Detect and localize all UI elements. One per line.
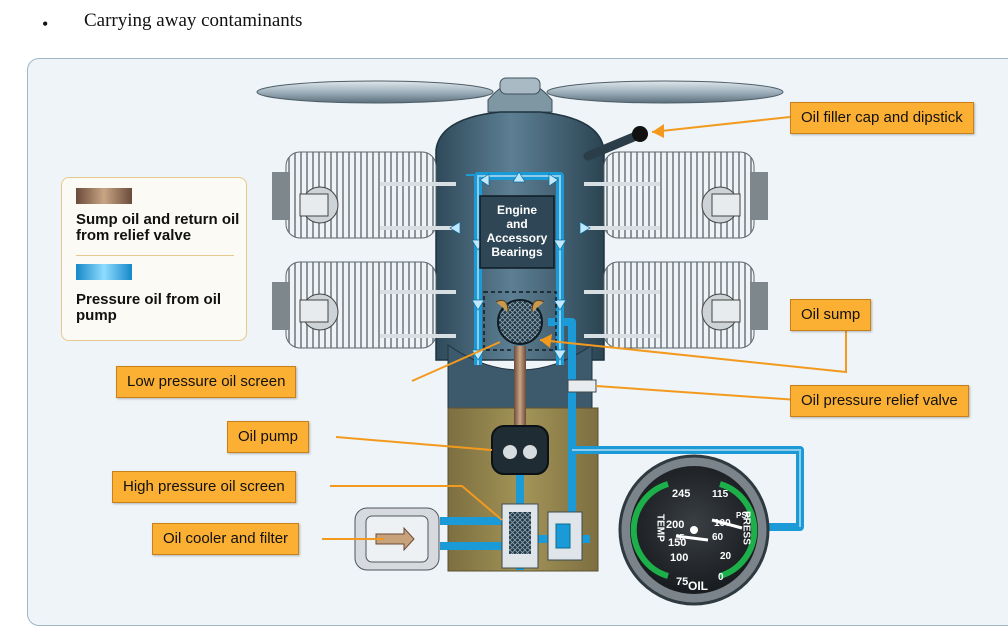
cylinder-right-top [584,151,768,239]
callout-oil-sump: Oil sump [790,299,872,331]
callout-low-pressure-screen: Low pressure oil screen [116,366,297,398]
gauge-press-label: PRESS [741,511,752,545]
bullet-text: Carrying away contaminants [84,10,303,31]
callout-leaders [322,116,847,540]
gauge-temp-label: TEMP [655,514,666,542]
gauge-temp-tick-4: 75 [676,576,688,588]
gauge-temp-tick-1: 200 [666,519,684,531]
gauge-title: OIL [688,579,708,593]
engine-label-line-3: Bearings [491,245,543,259]
legend: Sump oil and return oil from relief valv… [61,177,247,341]
callout-oil-cooler: Oil cooler and filter [152,523,300,555]
gauge-press-unit: PSI [736,511,749,520]
callout-oil-filler-cap: Oil filler cap and dipstick [790,102,974,134]
gauge-temp-tick-0: 245 [672,488,690,500]
gauge-press-tick-0: 115 [712,489,729,500]
gauge-press-tick-4: 0 [718,572,724,583]
legend-label-sump-oil: Sump oil and return oil from relief valv… [76,211,240,244]
propeller [256,77,784,113]
gauge-press-tick-2: 60 [712,532,724,543]
cylinder-right-bottom [584,261,768,349]
leader-arrowheads [540,124,664,348]
legend-divider [76,255,234,256]
gauge-press-ticks: 115 100 60 20 0 [712,489,732,583]
callout-oil-pump: Oil pump [227,421,310,453]
callout-relief-valve: Oil pressure relief valve [790,385,969,417]
gauge-temp-unit: °F [676,533,684,542]
gauge-temp-tick-3: 100 [670,552,688,564]
bullet-dot: • [42,14,49,34]
engine-label-line-2: Accessory [487,231,548,245]
engine-bearings-label: Engine and Accessory Bearings [487,203,548,259]
cylinder-left-bottom [272,261,456,349]
engine-label-line-0: Engine [497,203,537,217]
cylinder-left-top [272,151,456,239]
legend-label-pressure-oil: Pressure oil from oil pump [76,291,222,324]
low-pressure-screen [497,299,543,345]
legend-swatch-sump-oil [76,188,132,204]
oil-filler-cap [583,126,648,161]
oil-cooler [354,507,440,571]
oil-pump [491,425,549,475]
oil-gauge [618,454,770,606]
legend-swatch-pressure-oil [76,264,132,280]
callout-high-pressure-screen: High pressure oil screen [112,471,296,503]
low-pressure-screen-box [483,291,557,351]
gauge-press-tick-3: 20 [720,551,732,562]
relief-valve [547,379,597,561]
gauge-temp-tick-2: 150 [668,537,686,549]
gauge-press-tick-1: 100 [714,518,731,529]
bullet-line: • Carrying away contaminants [0,0,1008,50]
gauge-temp-ticks: 245 200 150 100 75 [666,488,690,588]
engine-label-line-1: and [506,217,527,231]
sump-oil-line [514,346,526,430]
engine-bearings-box [479,195,555,269]
high-pressure-screen [501,503,539,569]
